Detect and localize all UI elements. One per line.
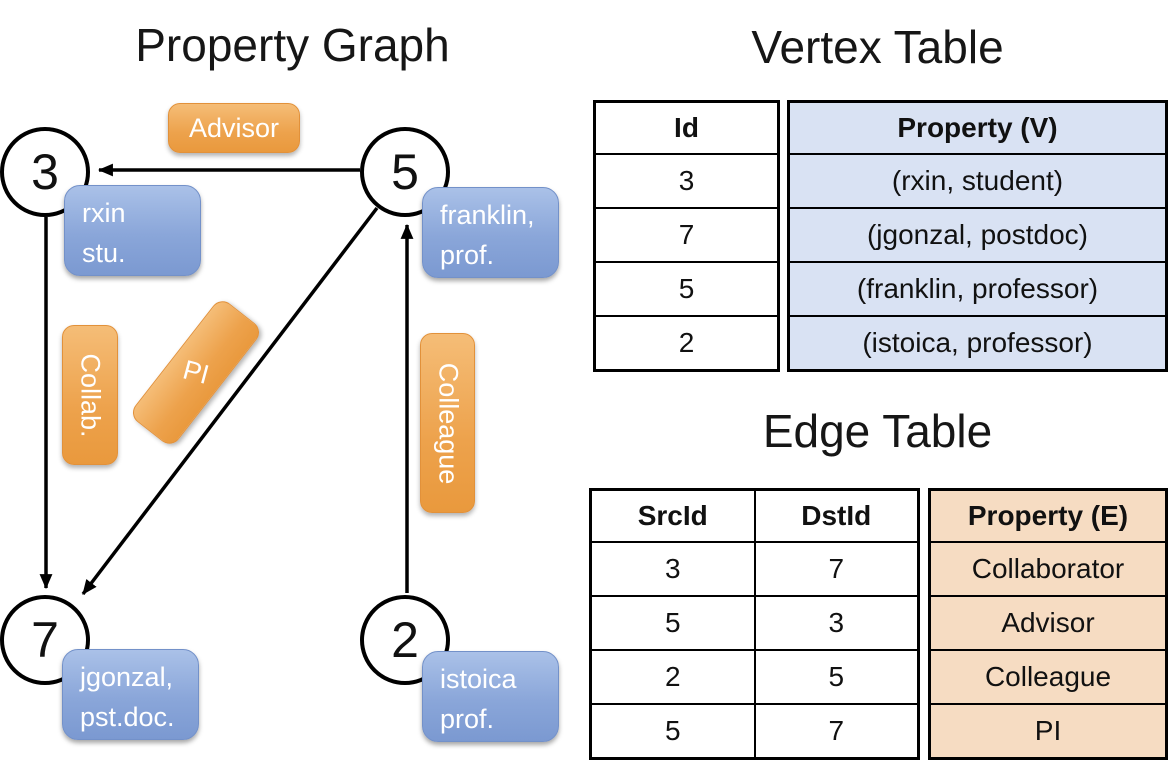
edge-table-id-columns: SrcId DstId 3 7 5 3 2 5 5 7 xyxy=(589,488,920,760)
edge-label-text: Colleague xyxy=(433,362,463,484)
graph-edges xyxy=(39,163,414,596)
edge-label-collab: Collab. xyxy=(62,325,118,465)
table-cell: 3 xyxy=(593,153,780,209)
table-cell: (istoica, professor) xyxy=(787,315,1168,372)
vertex-node-5: 5 xyxy=(360,127,450,217)
edge-5-to-7-arrow xyxy=(81,206,379,596)
vertex-property-line: rxin xyxy=(82,198,126,228)
vertex-id: 7 xyxy=(31,612,59,668)
table-cell: 2 xyxy=(589,649,756,705)
table-row: Colleague xyxy=(928,649,1168,705)
vertex-property-box-3: rxin stu. xyxy=(64,185,201,276)
table-cell: 7 xyxy=(753,703,920,760)
table-row: 5 3 xyxy=(589,595,920,651)
table-cell: Collaborator xyxy=(928,541,1168,597)
table-row: 5 xyxy=(593,261,780,317)
table-row: (istoica, professor) xyxy=(787,315,1168,372)
edge-label-text: Collab. xyxy=(75,352,106,438)
vertex-property-box-7: jgonzal, pst.doc. xyxy=(62,649,199,740)
table-cell: 3 xyxy=(589,541,756,597)
column-header-id: Id xyxy=(593,100,780,155)
table-cell: PI xyxy=(928,703,1168,760)
vertex-node-2: 2 xyxy=(360,595,450,685)
column-header-srcid: SrcId xyxy=(589,488,756,543)
column-header-dstid: DstId xyxy=(753,488,920,543)
table-cell: Advisor xyxy=(928,595,1168,651)
table-header-row: Id xyxy=(593,100,780,155)
vertex-property-box-5: franklin, prof. xyxy=(422,187,559,278)
vertex-table-title: Vertex Table xyxy=(751,21,1004,73)
vertex-property-line: prof. xyxy=(440,703,495,734)
column-header-property-v: Property (V) xyxy=(787,100,1168,155)
table-header-row: Property (E) xyxy=(928,488,1168,543)
table-row: (jgonzal, postdoc) xyxy=(787,207,1168,263)
edge-label-advisor: Advisor xyxy=(168,103,300,153)
table-cell: 5 xyxy=(589,703,756,760)
table-header-row: Property (V) xyxy=(787,100,1168,155)
vertex-id: 5 xyxy=(391,144,419,200)
table-header-row: SrcId DstId xyxy=(589,488,920,543)
vertex-property-line: jgonzal, xyxy=(80,662,174,692)
table-row: 2 xyxy=(593,315,780,372)
table-row: PI xyxy=(928,703,1168,760)
table-row: 3 xyxy=(593,153,780,209)
edge-table-title: Edge Table xyxy=(762,405,993,457)
table-row: 3 7 xyxy=(589,541,920,597)
edge-label-colleague: Colleague xyxy=(420,333,475,513)
vertex-property-line: prof. xyxy=(440,239,495,270)
table-cell: 7 xyxy=(753,541,920,597)
vertex-property-line: istoica xyxy=(440,664,517,694)
vertex-property-box-2: istoica prof. xyxy=(422,651,559,742)
table-cell: 5 xyxy=(753,649,920,705)
table-row: Advisor xyxy=(928,595,1168,651)
edge-label-text: Advisor xyxy=(188,112,280,143)
table-row: 7 xyxy=(593,207,780,263)
vertex-property-line: franklin, xyxy=(440,200,535,230)
edge-label-text: PI xyxy=(179,354,213,390)
column-header-property-e: Property (E) xyxy=(928,488,1168,543)
vertex-table-id-column: Id 3 7 5 2 xyxy=(593,100,780,372)
table-cell: (franklin, professor) xyxy=(787,261,1168,317)
vertex-id: 2 xyxy=(391,612,419,668)
table-cell: 2 xyxy=(593,315,780,372)
table-cell: 7 xyxy=(593,207,780,263)
table-cell: (rxin, student) xyxy=(787,153,1168,209)
table-row: 5 7 xyxy=(589,703,920,760)
table-cell: Colleague xyxy=(928,649,1168,705)
vertex-table-property-column: Property (V) (rxin, student) (jgonzal, p… xyxy=(787,100,1168,372)
table-cell: 5 xyxy=(589,595,756,651)
table-row: Collaborator xyxy=(928,541,1168,597)
table-row: 2 5 xyxy=(589,649,920,705)
table-row: (franklin, professor) xyxy=(787,261,1168,317)
table-cell: (jgonzal, postdoc) xyxy=(787,207,1168,263)
table-cell: 3 xyxy=(753,595,920,651)
vertex-property-line: pst.doc. xyxy=(80,701,175,732)
vertex-id: 3 xyxy=(31,144,59,200)
vertex-property-line: stu. xyxy=(82,237,126,268)
table-cell: 5 xyxy=(593,261,780,317)
table-row: (rxin, student) xyxy=(787,153,1168,209)
property-graph-title: Property Graph xyxy=(135,19,450,71)
edge-table-property-column: Property (E) Collaborator Advisor Collea… xyxy=(928,488,1168,760)
